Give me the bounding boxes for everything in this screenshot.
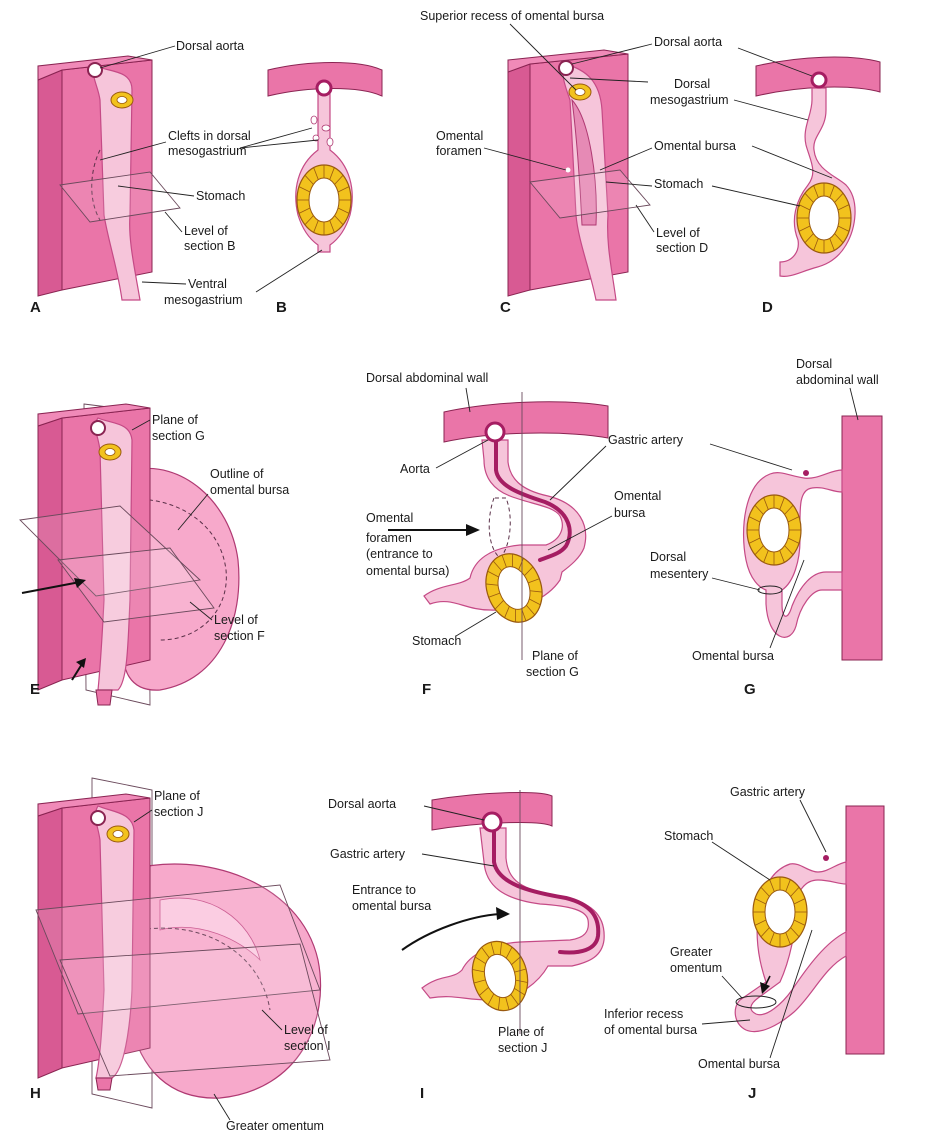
label-gastric-artery-i: Gastric artery — [330, 847, 406, 861]
label-entrance-i-1: Entrance to — [352, 883, 416, 897]
label-dorsal-aorta-d: Dorsal aorta — [654, 35, 722, 49]
label-stomach-j: Stomach — [664, 829, 713, 843]
label-stomach-a: Stomach — [196, 189, 245, 203]
label-plane-e-1: Plane of — [152, 413, 198, 427]
label-foramen-f-1: Omental — [366, 511, 413, 525]
panel-b: B — [239, 62, 383, 316]
label-dorsal-wall-g-2: abdominal wall — [796, 373, 879, 387]
label-entrance-i-2: omental bursa — [352, 899, 431, 913]
label-greater-omentum-h: Greater omentum — [226, 1119, 324, 1133]
label-level-a-1: Level of — [184, 224, 228, 238]
label-foramen-f-4: omental bursa) — [366, 564, 449, 578]
label-plane-f-2: section G — [526, 665, 579, 679]
panel-c: C Superior recess of omental bursa Oment… — [420, 9, 708, 316]
panel-label-d: D — [762, 299, 773, 316]
panel-a: A Dorsal aorta Clefts in dorsal mesogast… — [30, 39, 251, 316]
label-plane-e-2: section G — [152, 429, 205, 443]
label-dorsal-meso-d-2: mesogastrium — [650, 93, 729, 107]
panel-f: F Dorsal abdominal wall Aorta Gastric ar… — [366, 371, 793, 698]
panel-d: D Dorsal aorta Dorsal mesogastrium Oment… — [569, 35, 881, 316]
panel-label-a: A — [30, 299, 41, 316]
label-gastric-artery-f: Gastric artery — [608, 433, 684, 447]
label-foramen-f-3: (entrance to — [366, 547, 433, 561]
label-omental-bursa-j: Omental bursa — [698, 1057, 780, 1071]
label-dorsal-aorta-a: Dorsal aorta — [176, 39, 244, 53]
label-omental-foramen-c-2: foramen — [436, 144, 482, 158]
label-omental-bursa-f-1: Omental — [614, 489, 661, 503]
label-stomach-d: Stomach — [654, 177, 703, 191]
panel-h: H Plane of section J Level of section I … — [30, 777, 331, 1133]
label-dorsal-aorta-i: Dorsal aorta — [328, 797, 396, 811]
label-dorsal-mes-g-1: Dorsal — [650, 550, 686, 564]
label-dorsal-wall-f: Dorsal abdominal wall — [366, 371, 488, 385]
label-plane-i-1: Plane of — [498, 1025, 544, 1039]
label-inferior-j-1: Inferior recess — [604, 1007, 683, 1021]
panel-label-h: H — [30, 1085, 41, 1102]
label-greater-j-2: omentum — [670, 961, 722, 975]
label-outline-e-2: omental bursa — [210, 483, 289, 497]
panel-e: E Plane of section G Outline of omental … — [19, 403, 289, 706]
label-level-h-2: section I — [284, 1039, 331, 1053]
panel-j: J Gastric artery Stomach Greater omentum… — [604, 785, 885, 1102]
panel-label-g: G — [744, 681, 756, 698]
label-stomach-f: Stomach — [412, 634, 461, 648]
label-outline-e-1: Outline of — [210, 467, 264, 481]
label-aorta-f: Aorta — [400, 462, 430, 476]
panel-label-j: J — [748, 1085, 756, 1102]
label-dorsal-mes-g-2: mesentery — [650, 567, 709, 581]
panel-label-c: C — [500, 299, 511, 316]
label-level-e-1: Level of — [214, 613, 258, 627]
label-ventral-a-2: mesogastrium — [164, 293, 243, 307]
panel-g: G Dorsal abdominal wall Dorsal mesentery… — [650, 357, 883, 698]
panel-i: I Dorsal aorta Gastric artery Entrance t… — [328, 790, 605, 1102]
panel-label-f: F — [422, 681, 431, 698]
label-level-c-1: Level of — [656, 226, 700, 240]
label-level-e-2: section F — [214, 629, 265, 643]
label-level-c-2: section D — [656, 241, 708, 255]
label-plane-h-2: section J — [154, 805, 203, 819]
label-plane-f-1: Plane of — [532, 649, 578, 663]
label-foramen-f-2: foramen — [366, 531, 412, 545]
label-gastric-artery-j: Gastric artery — [730, 785, 806, 799]
label-omental-foramen-c-1: Omental — [436, 129, 483, 143]
label-greater-j-1: Greater — [670, 945, 712, 959]
label-clefts-a-2: mesogastrium — [168, 144, 247, 158]
panel-label-i: I — [420, 1085, 424, 1102]
panel-label-b: B — [276, 299, 287, 316]
label-superior-recess-c: Superior recess of omental bursa — [420, 9, 604, 23]
label-omental-bursa-f-2: bursa — [614, 506, 645, 520]
label-plane-h-1: Plane of — [154, 789, 200, 803]
label-ventral-a-1: Ventral — [188, 277, 227, 291]
label-inferior-j-2: of omental bursa — [604, 1023, 697, 1037]
label-omental-bursa-d: Omental bursa — [654, 139, 736, 153]
label-dorsal-meso-d-1: Dorsal — [674, 77, 710, 91]
label-clefts-a-1: Clefts in dorsal — [168, 129, 251, 143]
label-level-a-2: section B — [184, 239, 235, 253]
label-plane-i-2: section J — [498, 1041, 547, 1055]
label-dorsal-wall-g-1: Dorsal — [796, 357, 832, 371]
label-omental-bursa-g: Omental bursa — [692, 649, 774, 663]
label-level-h-1: Level of — [284, 1023, 328, 1037]
panel-label-e: E — [30, 681, 40, 698]
